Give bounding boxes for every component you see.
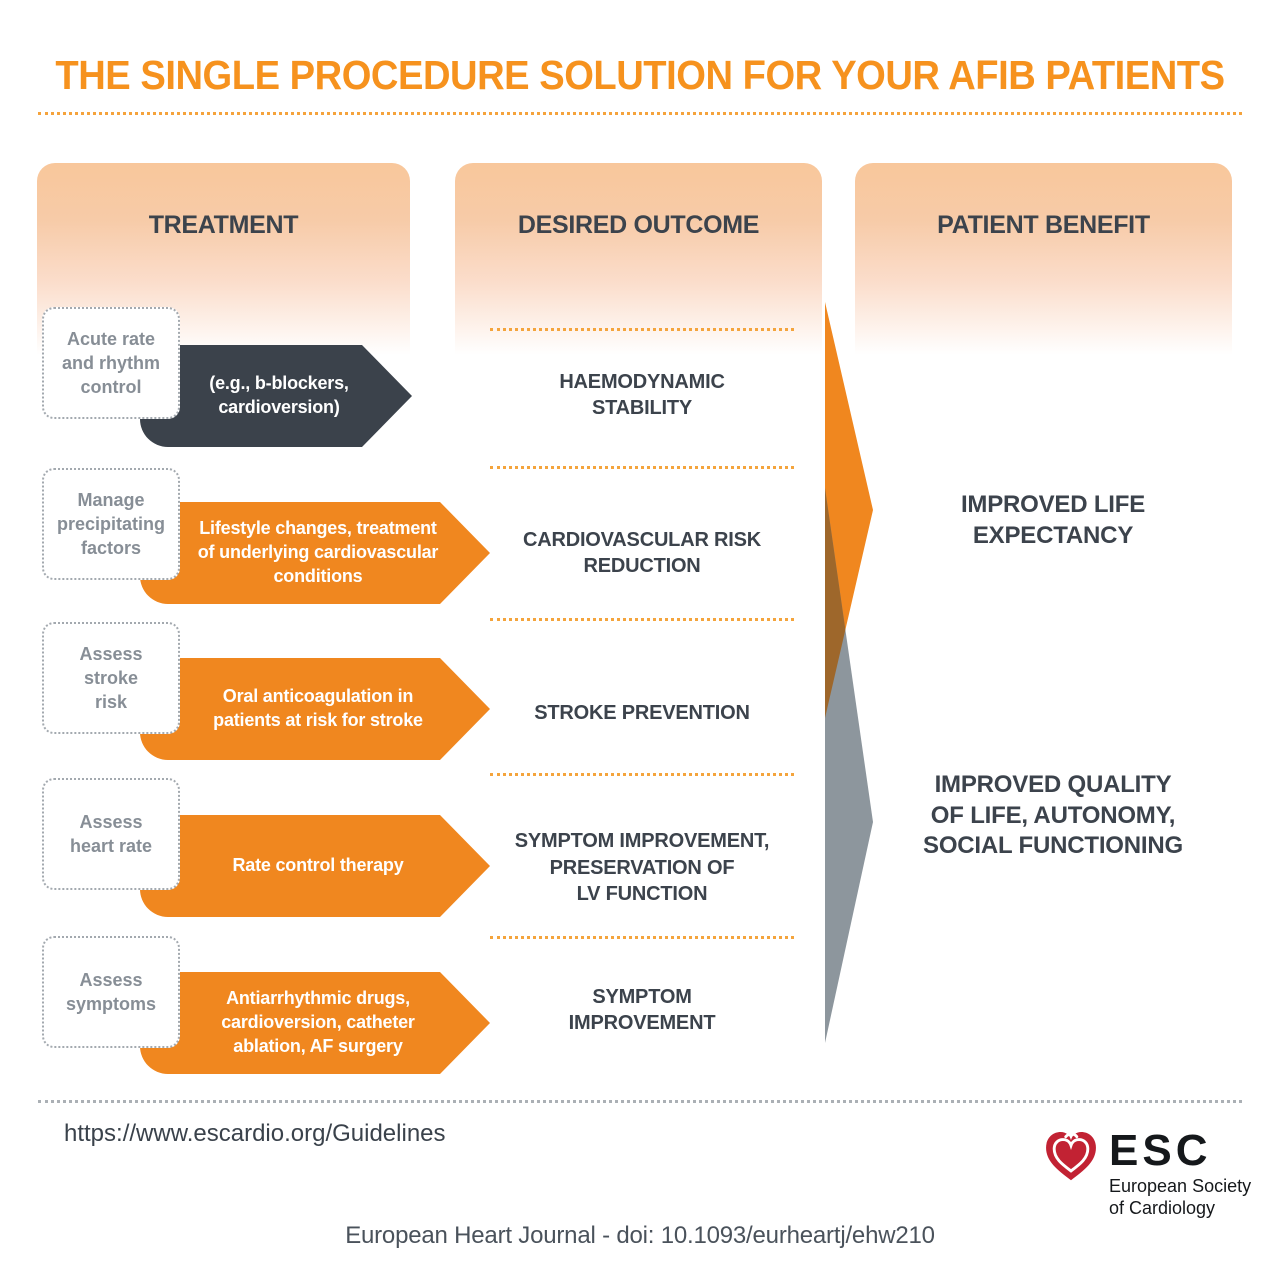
guidelines-url[interactable]: https://www.escardio.org/Guidelines xyxy=(64,1120,446,1147)
esc-org-line1: European Society xyxy=(1109,1176,1252,1197)
esc-org-name: European Society of Cardiology xyxy=(1109,1176,1251,1219)
therapy-arrow-lifestyle: Lifestyle changes, treatment of underlyi… xyxy=(140,502,490,604)
page-title: THE SINGLE PROCEDURE SOLUTION FOR YOUR A… xyxy=(55,52,1225,98)
therapy-arrow-label: Antiarrhythmic drugs, cardioversion, cat… xyxy=(221,988,415,1056)
outcome-label: SYMPTOM IMPROVEMENT xyxy=(568,985,716,1034)
column-header-label: PATIENT BENEFIT xyxy=(937,211,1150,239)
esc-abbr: ESC xyxy=(1109,1126,1212,1175)
benefit-item-quality-of-life: IMPROVED QUALITY OF LIFE, AUTONOMY, SOCI… xyxy=(880,770,1226,860)
therapy-arrow-label: (e.g., b-blockers, cardioversion) xyxy=(209,373,349,417)
outcome-item-symptom: SYMPTOM IMPROVEMENT xyxy=(472,965,812,1055)
assessment-box-label: Manage precipitating factors xyxy=(56,489,165,559)
benefit-item-life-expectancy: IMPROVED LIFE EXPECTANCY xyxy=(880,488,1226,554)
outcome-divider xyxy=(490,773,794,776)
assessment-box-stroke-risk: Assess stroke risk xyxy=(42,622,180,734)
therapy-arrow-antiarrhythmic: Antiarrhythmic drugs, cardioversion, cat… xyxy=(140,972,490,1074)
outcome-item-stroke-prevention: STROKE PREVENTION xyxy=(472,668,812,758)
outcome-item-symptom-lv: SYMPTOM IMPROVEMENT, PRESERVATION OF LV … xyxy=(472,823,812,913)
outcome-label: CARDIOVASCULAR RISK REDUCTION xyxy=(522,528,762,577)
outcome-divider xyxy=(490,936,794,939)
esc-logo-text: ESC European Society of Cardiology xyxy=(1109,1126,1251,1219)
outcome-item-haemodynamic: HAEMODYNAMIC STABILITY xyxy=(472,350,812,440)
outcome-divider xyxy=(490,466,794,469)
title-divider xyxy=(38,112,1242,115)
benefit-flow-arrows xyxy=(825,302,873,1043)
column-header-desired-outcome: DESIRED OUTCOME xyxy=(455,163,822,355)
therapy-arrow-label: Lifestyle changes, treatment of underlyi… xyxy=(197,518,439,586)
column-header-patient-benefit: PATIENT BENEFIT xyxy=(855,163,1232,355)
assessment-box-label: Acute rate and rhythm control xyxy=(61,328,160,398)
esc-logo: ESC European Society of Cardiology xyxy=(1042,1126,1251,1219)
outcome-divider xyxy=(490,618,794,621)
outcome-label: STROKE PREVENTION xyxy=(534,701,750,724)
column-header-label: DESIRED OUTCOME xyxy=(517,211,760,239)
assessment-box-heart-rate: Assess heart rate xyxy=(42,778,180,890)
benefit-label: IMPROVED LIFE EXPECTANCY xyxy=(960,491,1146,549)
assessment-box-precipitating-factors: Manage precipitating factors xyxy=(42,468,180,580)
assessment-box-acute-rate: Acute rate and rhythm control xyxy=(42,307,180,419)
flow-arrow-overlap xyxy=(825,488,846,718)
assessment-box-label: Assess stroke risk xyxy=(79,643,143,713)
assessment-box-label: Assess symptoms xyxy=(65,969,157,1014)
footer-divider xyxy=(38,1100,1242,1103)
outcome-label: HAEMODYNAMIC STABILITY xyxy=(559,370,725,419)
therapy-arrow-label: Oral anticoagulation in patients at risk… xyxy=(213,686,423,730)
therapy-arrow-acute-rate: (e.g., b-blockers, cardioversion) xyxy=(140,345,412,447)
benefit-label: IMPROVED QUALITY OF LIFE, AUTONOMY, SOCI… xyxy=(923,770,1183,860)
journal-citation: European Heart Journal - doi: 10.1093/eu… xyxy=(345,1222,935,1249)
outcome-item-cv-risk: CARDIOVASCULAR RISK REDUCTION xyxy=(472,508,812,598)
heart-icon xyxy=(1042,1128,1100,1186)
outcome-label: SYMPTOM IMPROVEMENT, PRESERVATION OF LV … xyxy=(514,830,770,906)
assessment-box-label: Assess heart rate xyxy=(69,811,153,856)
therapy-arrow-anticoagulation: Oral anticoagulation in patients at risk… xyxy=(140,658,490,760)
therapy-arrow-label: Rate control therapy xyxy=(232,855,404,876)
esc-org-line2: of Cardiology xyxy=(1109,1197,1216,1218)
column-header-label: TREATMENT xyxy=(148,211,299,239)
assessment-box-symptoms: Assess symptoms xyxy=(42,936,180,1048)
therapy-arrow-rate-control: Rate control therapy xyxy=(140,815,490,917)
outcome-divider xyxy=(490,328,794,331)
